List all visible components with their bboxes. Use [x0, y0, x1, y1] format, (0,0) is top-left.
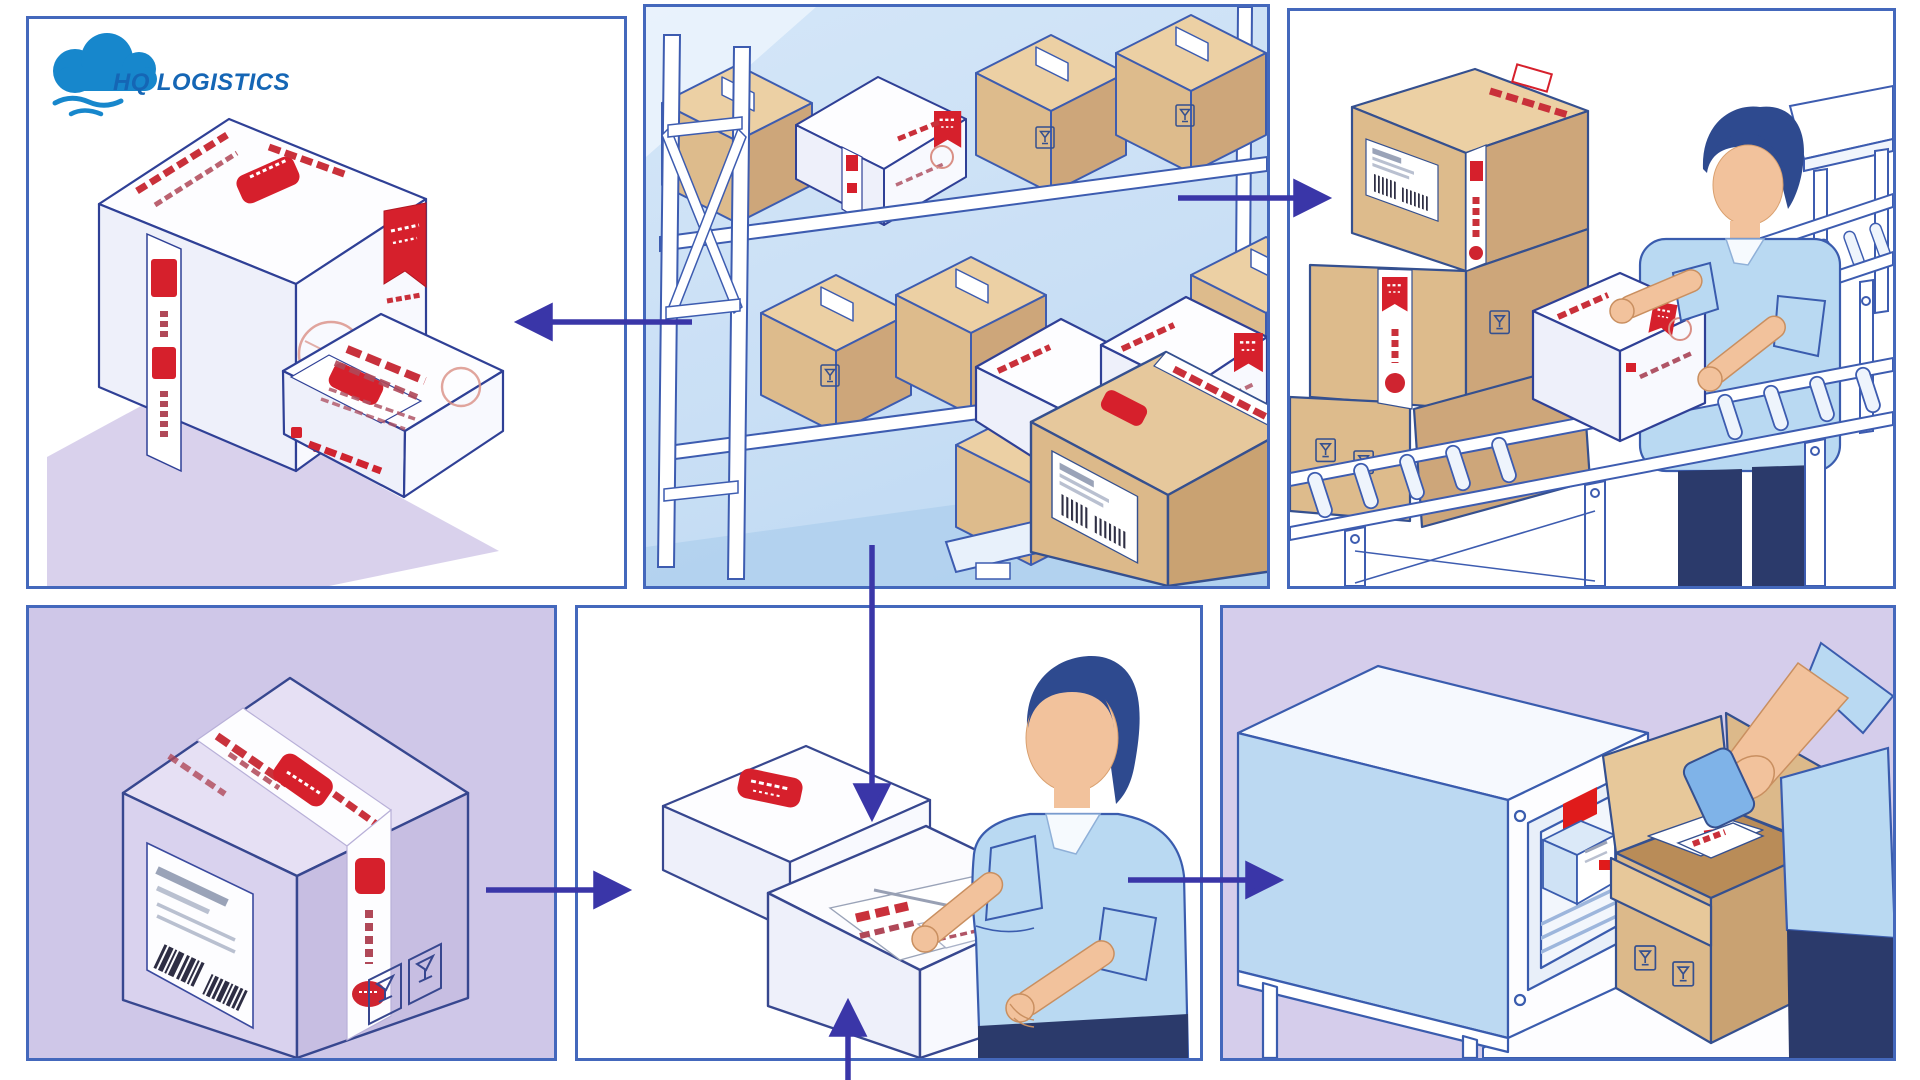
panel-conveyor-picking: [1287, 8, 1896, 589]
cloud-logo-icon: [52, 33, 157, 117]
warehouse-shelves-art: [646, 7, 1267, 586]
logo: HQ LOGISTICS: [41, 29, 289, 129]
hair: [1702, 106, 1804, 209]
neck: [1054, 780, 1090, 808]
face: [1712, 144, 1784, 226]
panel-sealed-box: [26, 605, 557, 1061]
stack-markings: [1315, 63, 1570, 475]
panel-labeled-packages: HQ LOGISTICS: [26, 16, 627, 589]
panel-label-scanning: [1220, 605, 1896, 1061]
labeled-packages-art: [47, 117, 505, 586]
sleeve: [1804, 641, 1893, 735]
logo-text: HQ LOGISTICS: [113, 69, 290, 96]
parcel-markings: [1051, 351, 1267, 564]
shelf-row-top: [661, 14, 1267, 226]
neck: [1730, 221, 1760, 239]
pants: [978, 1014, 1188, 1058]
pants: [1678, 469, 1742, 586]
arms: [1609, 261, 1827, 392]
rack-truss: [656, 34, 752, 580]
tape-band: [167, 707, 392, 1042]
label-sheet: [1676, 822, 1765, 859]
panel-box-handling: [575, 605, 1203, 1061]
conveyor-picking-art: [1290, 63, 1893, 586]
shirt: [1779, 746, 1893, 939]
fragile-icons: [368, 942, 442, 1026]
shipping-label: [146, 841, 254, 1030]
worker-body: [1676, 641, 1893, 1058]
shelf-beam-1: [659, 155, 1267, 253]
pants: [1787, 930, 1893, 1058]
label-scanning-art: [1236, 641, 1893, 1058]
small-box-markings: [289, 345, 482, 475]
hand: [1005, 993, 1035, 1023]
worker: [911, 655, 1190, 1058]
box-handling-art: [661, 655, 1190, 1058]
handheld-scanner: [1682, 747, 1756, 829]
collar: [1724, 238, 1766, 266]
sealed-box-art: [121, 676, 470, 1058]
collar: [1045, 813, 1102, 855]
hand: [911, 925, 939, 953]
panel-warehouse-shelves: [643, 4, 1270, 589]
